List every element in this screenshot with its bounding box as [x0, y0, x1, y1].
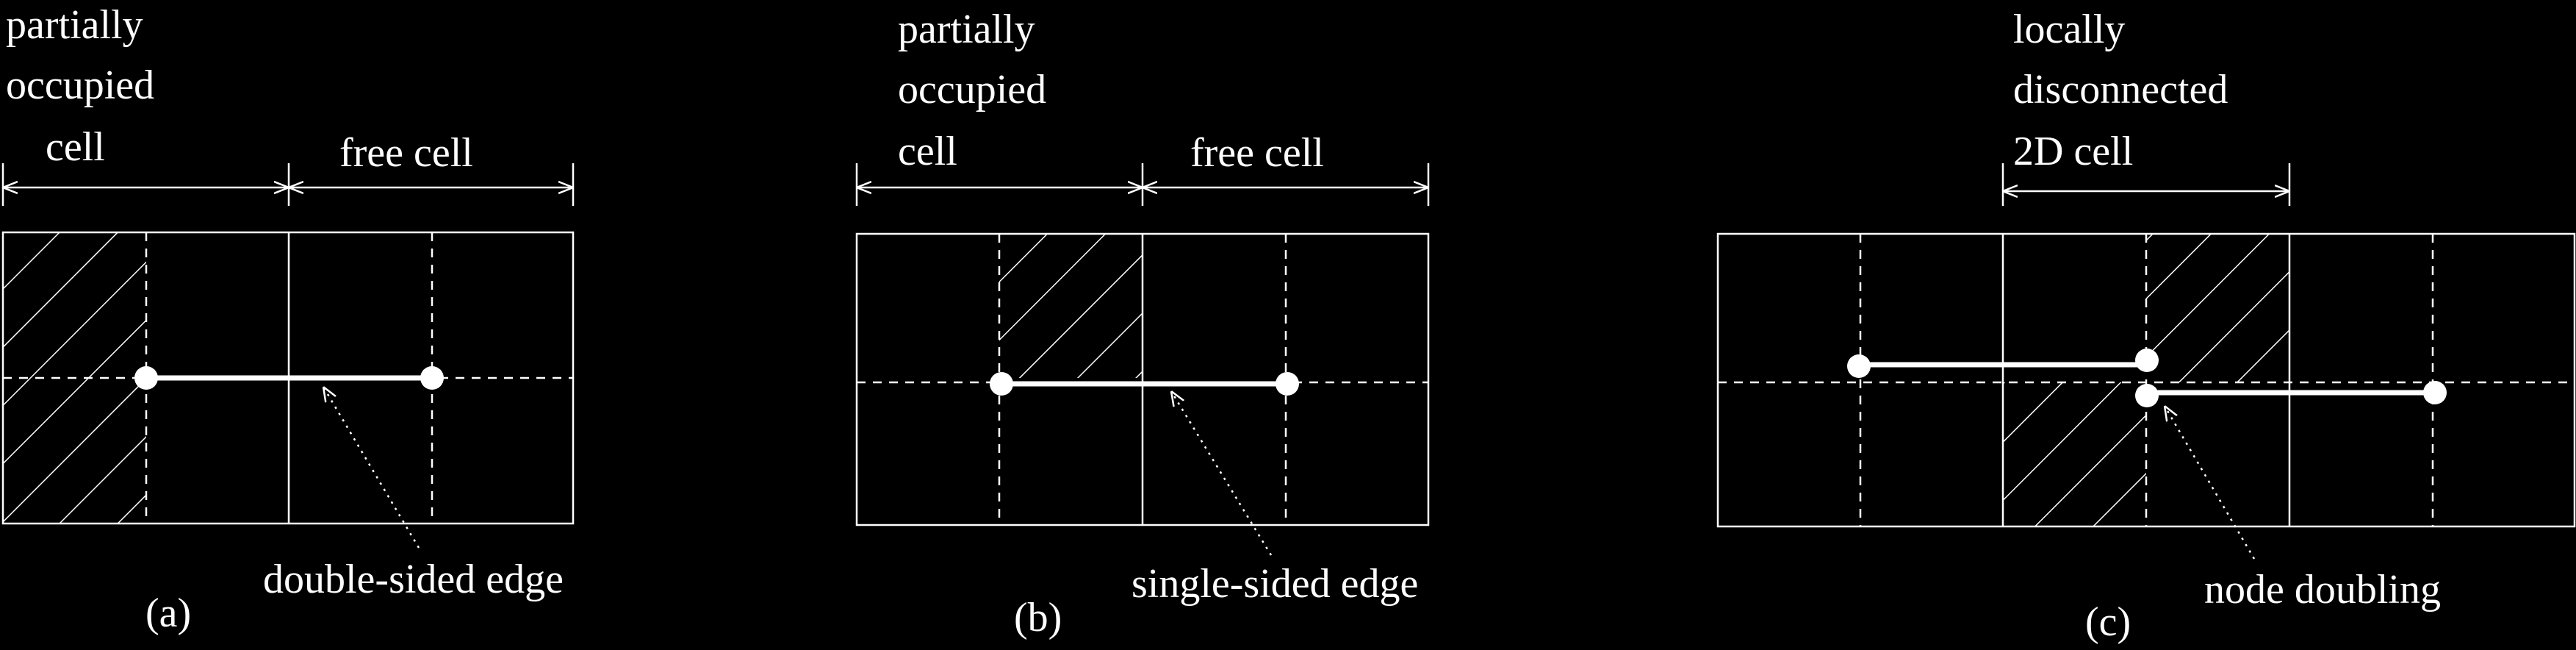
panel-a-edge-label: double-sided edge — [263, 557, 564, 602]
panel-b-label: (b) — [1014, 595, 1062, 640]
panel-b-left-region-line3: cell — [898, 129, 957, 174]
panel-c-node-lower-left — [2135, 384, 2159, 407]
panel-b-hatched-area — [999, 234, 1143, 378]
panel-a-left-region-line2: occupied — [6, 63, 154, 108]
panel-c-node-upper-left — [1847, 354, 1871, 378]
panel-a-left-region-line1: partially — [6, 2, 143, 48]
panel-a-node-right — [420, 366, 444, 390]
panel-b-edge-label: single-sided edge — [1132, 561, 1418, 607]
panel-b-pointer — [1171, 391, 1273, 556]
panel-c-hatched-area-lower — [2003, 382, 2146, 526]
panel-b: partially occupied cell free cell single… — [855, 7, 1430, 640]
panel-c-label: (c) — [2085, 599, 2131, 645]
panel-a-pointer — [323, 387, 420, 549]
panel-c-node-lower-right — [2423, 381, 2447, 404]
panel-a-left-region-line3: cell — [46, 124, 105, 170]
panel-b-node-right — [1276, 372, 1299, 396]
panel-a-label: (a) — [145, 590, 191, 636]
panel-b-node-left — [990, 372, 1013, 396]
panel-b-left-region-line1: partially — [898, 7, 1035, 52]
panel-a-node-left — [134, 366, 158, 390]
panel-c: locally disconnected 2D cell node doubli… — [1716, 7, 2576, 645]
panel-c-region-line2: disconnected — [2013, 67, 2228, 113]
panel-b-right-region: free cell — [1190, 130, 1324, 176]
panel-c-pointer — [2165, 406, 2256, 560]
panel-c-region-line1: locally — [2013, 7, 2125, 52]
panel-a-right-region: free cell — [339, 130, 473, 176]
panel-c-edge-label: node doubling — [2204, 567, 2441, 612]
panel-a: partially occupied cell free cell double… — [1, 2, 575, 636]
panel-c-node-upper-right — [2135, 349, 2159, 372]
panel-c-region-line3: 2D cell — [2013, 129, 2133, 174]
panel-b-left-region-line2: occupied — [898, 67, 1046, 113]
panel-c-hatched-area-upper — [2146, 234, 2289, 382]
